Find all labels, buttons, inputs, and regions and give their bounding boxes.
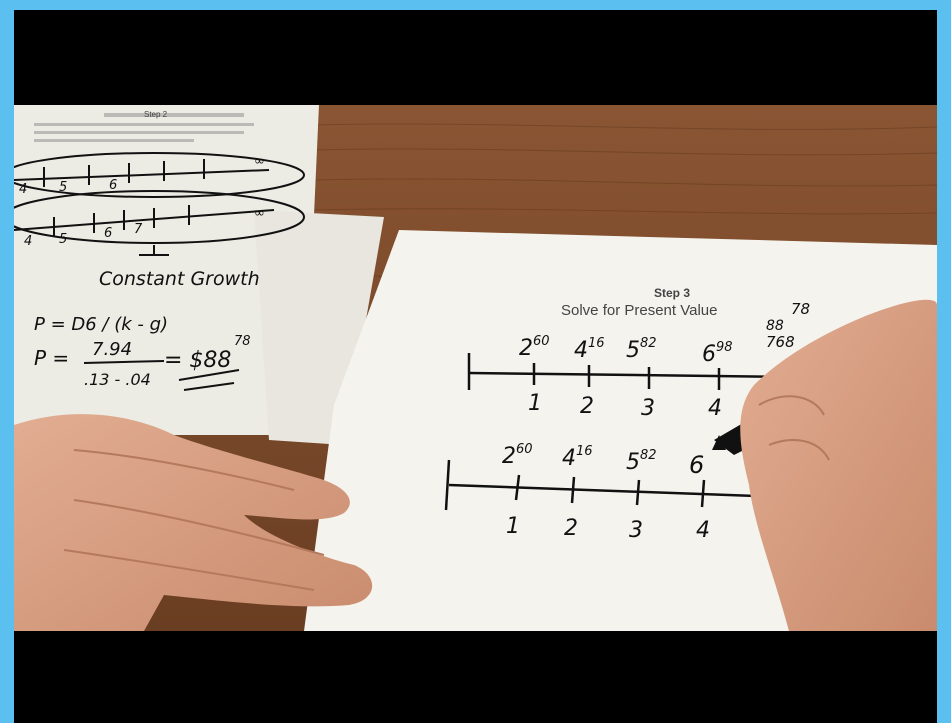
svg-text:5: 5 xyxy=(59,180,67,195)
svg-text:6: 6 xyxy=(104,226,112,241)
top-timeline-dividends: 260 416 582 698 88 768 xyxy=(519,318,795,367)
svg-text:P =: P = xyxy=(34,346,69,370)
svg-text:4: 4 xyxy=(24,234,32,249)
left-sheet-timeline-notes: 4 5 6 ∞ ∞ 4 5 6 7 xyxy=(19,154,265,249)
svg-text:2: 2 xyxy=(580,394,594,419)
terminal-top: 88 xyxy=(766,318,784,334)
bottom-timeline-periods: 1 2 3 4 xyxy=(506,514,710,543)
svg-text:1: 1 xyxy=(528,391,542,416)
right-hand-with-marker xyxy=(712,299,937,631)
formula-general: P = D6 / (k - g) xyxy=(34,314,168,335)
bottom-div-1: 260 xyxy=(502,442,533,469)
bottom-div-4: 6 xyxy=(689,451,704,479)
svg-text:2: 2 xyxy=(564,516,578,541)
formula-numeric: P = 7.94 .13 - .04 = $88 78 xyxy=(34,334,251,391)
wood-grain xyxy=(263,123,937,439)
top-timeline-line xyxy=(467,353,795,390)
svg-text:3: 3 xyxy=(629,518,643,543)
bottom-timeline-line xyxy=(444,459,785,511)
left-sheet-paper xyxy=(14,105,319,435)
terminal-bottom: 768 xyxy=(766,333,795,351)
formula-result-cents: 78 xyxy=(234,334,251,349)
svg-text:6: 6 xyxy=(109,178,117,193)
left-sheet-printed-lines xyxy=(34,113,254,142)
instruction-tail: 78 xyxy=(791,300,810,318)
step-label: Step 3 xyxy=(654,286,690,300)
top-div-3: 582 xyxy=(626,336,657,363)
svg-text:4: 4 xyxy=(696,518,710,543)
top-div-2: 416 xyxy=(574,336,605,363)
svg-text:1: 1 xyxy=(506,514,520,539)
svg-text:5: 5 xyxy=(59,232,67,247)
left-sheet-timelines xyxy=(14,152,305,256)
top-div-1: 260 xyxy=(519,334,550,361)
formula-denominator: .13 - .04 xyxy=(84,370,151,389)
svg-text:4: 4 xyxy=(708,396,722,421)
bottom-div-3: 582 xyxy=(626,448,657,475)
svg-text:∞: ∞ xyxy=(254,154,265,169)
instruction: Solve for Present Value xyxy=(561,302,717,319)
svg-text:∞: ∞ xyxy=(254,206,265,221)
svg-text:4: 4 xyxy=(19,182,27,197)
svg-text:7: 7 xyxy=(134,222,143,237)
formula-result: = $88 xyxy=(164,348,231,373)
top-div-4: 698 xyxy=(702,340,733,367)
left-hand-resting xyxy=(14,414,373,631)
top-timeline-periods: 1 2 3 4 xyxy=(528,391,722,421)
method-label: Constant Growth xyxy=(99,268,260,290)
bottom-div-2: 416 xyxy=(562,444,593,471)
left-sheet-header: Step 2 xyxy=(144,110,168,119)
formula-numerator: 7.94 xyxy=(92,339,132,360)
svg-text:3: 3 xyxy=(641,396,655,421)
bottom-timeline-dividends: 260 416 582 6 xyxy=(502,442,704,479)
